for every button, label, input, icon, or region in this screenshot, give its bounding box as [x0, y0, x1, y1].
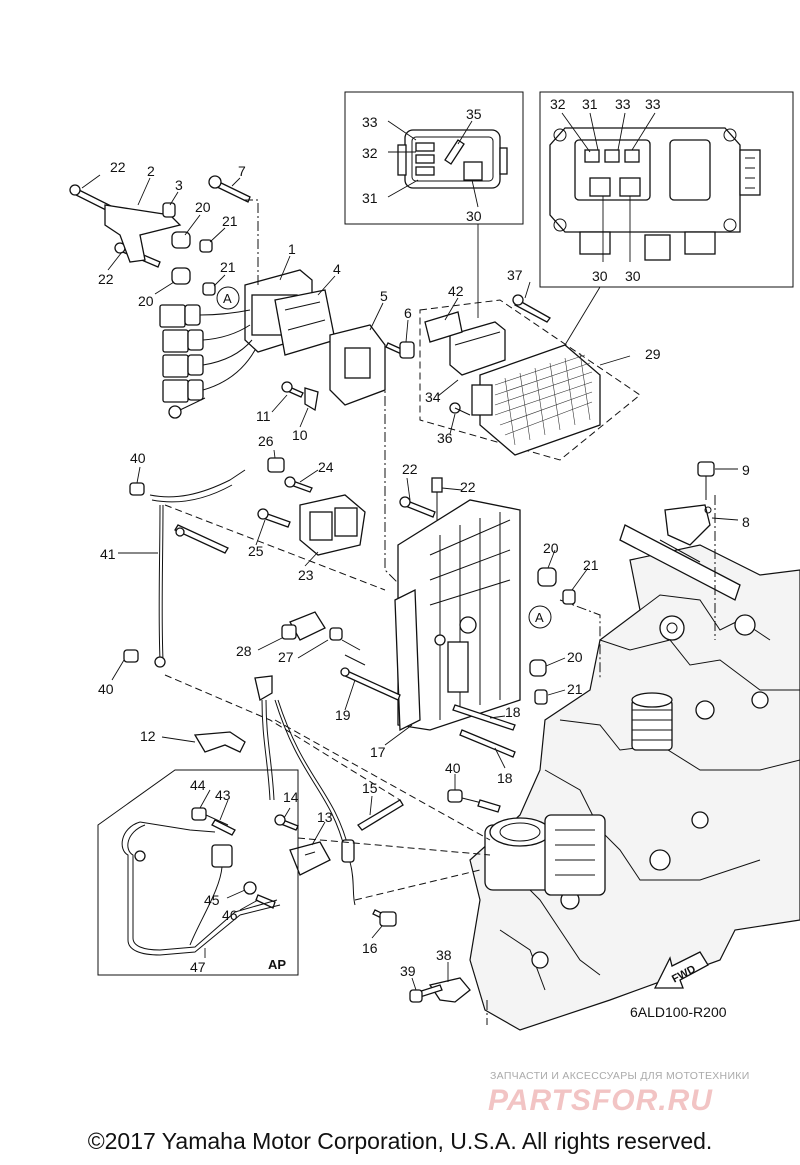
ref-circle-a-mid	[528, 605, 552, 629]
callout-39: 39	[400, 963, 416, 979]
callout-12: 12	[140, 728, 156, 744]
parts-13-16	[274, 795, 404, 939]
callout-31-inset2: 31	[582, 96, 598, 112]
inset-ap-label: AP	[268, 957, 286, 972]
callout-11: 11	[256, 408, 271, 424]
callout-22-box-a: 22	[402, 461, 418, 477]
callout-37: 37	[507, 267, 523, 283]
callout-34: 34	[425, 389, 441, 405]
callout-21-top: 21	[222, 213, 238, 229]
battery-lead	[254, 675, 491, 906]
callout-18-b: 18	[497, 770, 513, 786]
callout-44: 44	[190, 777, 206, 793]
module-detail-inset: 32 31 33 33 30 30	[539, 91, 794, 288]
sensor-28-27	[257, 611, 366, 666]
callout-15: 15	[362, 780, 378, 796]
callout-9: 9	[742, 462, 750, 478]
callout-23: 23	[298, 567, 314, 583]
callout-40-top: 40	[130, 450, 146, 466]
callout-16: 16	[362, 940, 378, 956]
callout-33-inset2a: 33	[615, 96, 631, 112]
callout-5: 5	[380, 288, 388, 304]
callout-46: 46	[222, 907, 238, 923]
callout-42: 42	[448, 283, 464, 299]
callout-13: 13	[317, 809, 333, 825]
callout-45: 45	[204, 892, 220, 908]
callout-35: 35	[466, 106, 482, 122]
ecm-assembly	[419, 281, 641, 461]
callout-18-a: 18	[505, 704, 521, 720]
callout-30-inset1: 30	[466, 208, 482, 224]
callout-25: 25	[248, 543, 264, 559]
callout-1: 1	[288, 241, 296, 257]
copyright-notice: ©2017 Yamaha Motor Corporation, U.S.A. A…	[87, 1128, 713, 1154]
drawing-code: 6ALD100-R200	[630, 1004, 727, 1020]
callout-3: 3	[175, 177, 183, 193]
callout-21-left: 21	[220, 259, 236, 275]
callout-43: 43	[215, 787, 231, 803]
callout-33-inset2b: 33	[645, 96, 661, 112]
callout-22-topleft: 22	[110, 159, 126, 175]
callout-36: 36	[437, 430, 453, 446]
callout-21-box-a: 21	[583, 557, 599, 573]
callout-6: 6	[404, 305, 412, 321]
inset-ap	[97, 769, 299, 976]
relay-23-group	[255, 449, 366, 567]
watermark-tagline: ЗАПЧАСТИ И АКСЕССУАРЫ ДЛЯ МОТОТЕХНИКИ	[490, 1070, 750, 1082]
callout-10: 10	[292, 427, 308, 443]
callout-31-inset1: 31	[362, 190, 378, 206]
ref-circle-a-top	[216, 286, 240, 310]
callout-40-lower: 40	[445, 760, 461, 776]
callout-7: 7	[238, 163, 246, 179]
clip-12	[161, 731, 246, 753]
callout-19: 19	[335, 707, 351, 723]
callout-40-left: 40	[98, 681, 114, 697]
bolt-40-lower	[447, 774, 501, 813]
callout-29: 29	[645, 346, 661, 362]
callout-21-box-b: 21	[567, 681, 583, 697]
ecm-detail-inset: 33 32 31 35 30	[344, 91, 524, 225]
throttle-body	[484, 814, 606, 896]
electrical-box-17	[340, 477, 576, 758]
callout-32-inset2: 32	[550, 96, 566, 112]
callout-20-top: 20	[195, 199, 211, 215]
watermark-brand-logo: PARTSFOR.RU	[488, 1084, 713, 1117]
callout-30-inset2b: 30	[625, 268, 641, 284]
coil-connectors	[159, 304, 256, 419]
callout-27: 27	[278, 649, 294, 665]
callout-2: 2	[147, 163, 155, 179]
bracket-8-group	[664, 461, 739, 546]
callout-4: 4	[333, 261, 341, 277]
callout-28: 28	[236, 643, 252, 659]
callout-26: 26	[258, 433, 274, 449]
callout-14: 14	[283, 789, 299, 805]
callout-38: 38	[436, 947, 452, 963]
callout-8: 8	[742, 514, 750, 530]
callout-47: 47	[190, 959, 206, 975]
callout-30-inset2a: 30	[592, 268, 608, 284]
ref-a-mid: A	[535, 610, 544, 625]
callout-24: 24	[318, 459, 334, 475]
callout-20-left: 20	[138, 293, 154, 309]
callout-17: 17	[370, 744, 386, 760]
ref-a-top: A	[223, 291, 232, 306]
callout-33-inset1: 33	[362, 114, 378, 130]
engine-block	[469, 524, 800, 1031]
clamp-38-39	[409, 962, 488, 1025]
callout-32-inset1: 32	[362, 145, 378, 161]
callout-22-left: 22	[98, 271, 114, 287]
callout-20-box-a: 20	[543, 540, 559, 556]
callout-20-box-b: 20	[567, 649, 583, 665]
ignition-bracket-group	[69, 175, 415, 419]
callout-22-box-b: 22	[460, 479, 476, 495]
callout-41: 41	[100, 546, 116, 562]
